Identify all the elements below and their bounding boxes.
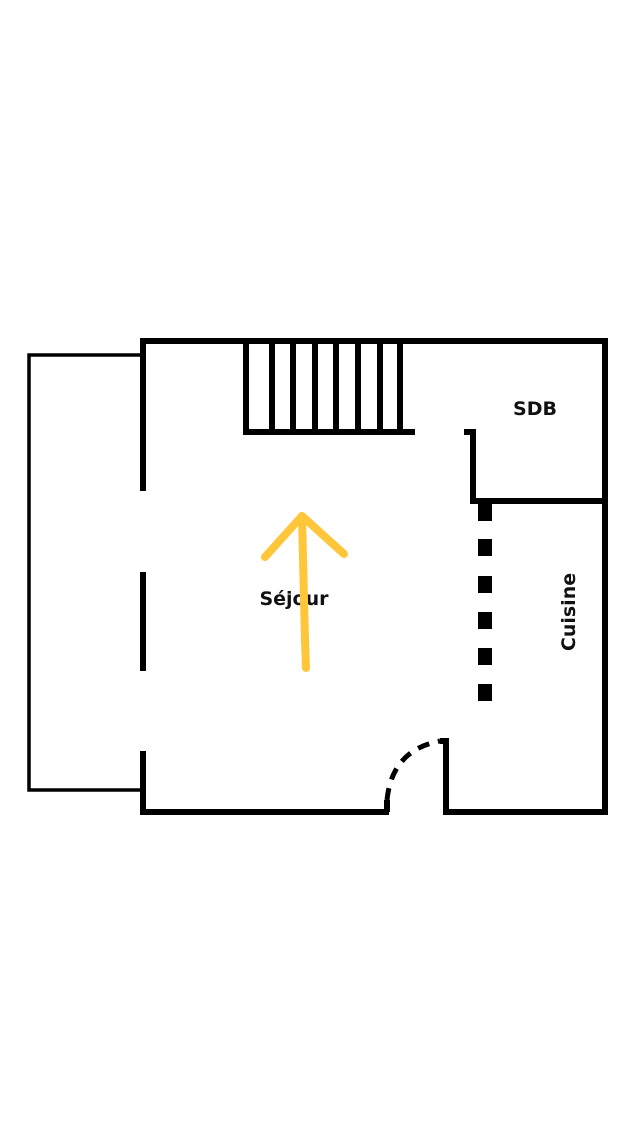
direction-arrow-icon [261, 512, 348, 672]
arrow-shaft [298, 512, 310, 672]
partition-dash [478, 648, 492, 665]
room-label-kitchen: Cuisine [558, 573, 580, 651]
partition-dash [478, 576, 492, 593]
partition-dash [478, 504, 492, 521]
staircase [243, 341, 415, 435]
room-label-living-room: Séjour [259, 588, 329, 610]
partition-dash [478, 684, 492, 701]
bathroom-wall [464, 429, 605, 504]
room-label-bathroom: SDB [513, 398, 557, 420]
door-swing-arc [384, 738, 441, 801]
partition-dash [478, 612, 492, 629]
arrow-head [261, 512, 348, 561]
door-jamb [440, 738, 449, 812]
partition-dash [478, 539, 492, 556]
balcony-outline [27, 353, 143, 792]
kitchen-partition [478, 504, 492, 701]
